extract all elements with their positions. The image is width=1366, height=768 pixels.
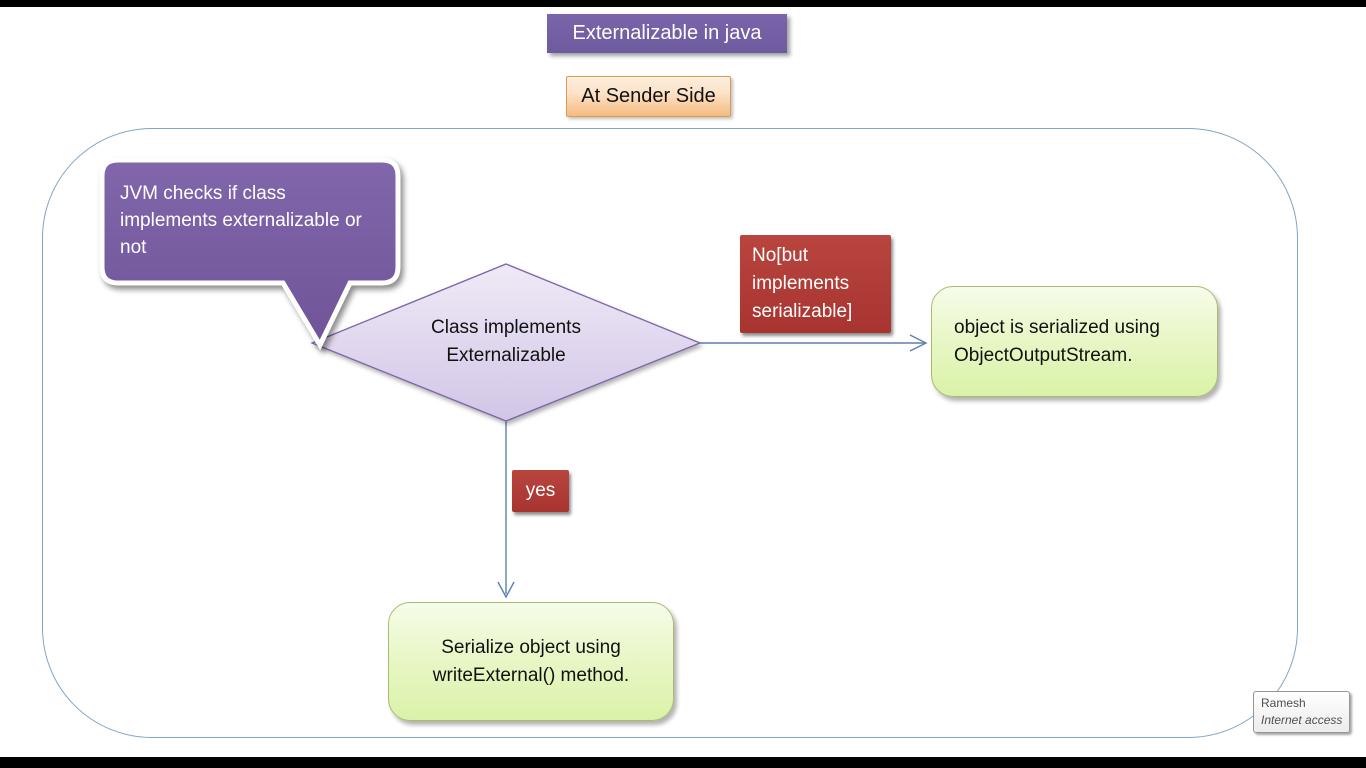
flowchart-boundary bbox=[42, 128, 1298, 738]
no-branch-result-text: object is serialized using ObjectOutputS… bbox=[954, 316, 1160, 366]
network-tooltip: Ramesh Internet access bbox=[1253, 691, 1351, 733]
network-tooltip-name: Ramesh bbox=[1261, 696, 1306, 710]
callout-text: JVM checks if class implements externali… bbox=[120, 183, 362, 258]
network-tooltip-status: Internet access bbox=[1261, 713, 1343, 727]
decision-diamond bbox=[310, 263, 702, 422]
no-branch-label: No[but implements serializable] bbox=[740, 235, 891, 333]
yes-branch-result: Serialize object using writeExternal() m… bbox=[388, 602, 674, 721]
page-title: Externalizable in java bbox=[547, 14, 787, 53]
letterbox-bottom bbox=[0, 757, 1366, 768]
arrow-yes-branch bbox=[497, 421, 515, 599]
callout-bubble bbox=[99, 157, 401, 351]
sender-side-banner: At Sender Side bbox=[566, 76, 731, 117]
page-title-label: Externalizable in java bbox=[572, 22, 762, 44]
decision-text-line1: Class implements bbox=[431, 317, 581, 338]
arrow-no-branch bbox=[700, 334, 928, 352]
letterbox-top bbox=[0, 0, 1366, 7]
no-branch-result: object is serialized using ObjectOutputS… bbox=[931, 286, 1218, 397]
decision-text-line2: Externalizable bbox=[446, 345, 566, 366]
decision-text: Class implements Externalizable bbox=[381, 314, 631, 370]
yes-branch-label-text: yes bbox=[525, 480, 556, 501]
sender-side-label: At Sender Side bbox=[581, 85, 716, 107]
yes-branch-label: yes bbox=[512, 470, 569, 512]
yes-branch-result-text: Serialize object using writeExternal() m… bbox=[432, 636, 630, 686]
